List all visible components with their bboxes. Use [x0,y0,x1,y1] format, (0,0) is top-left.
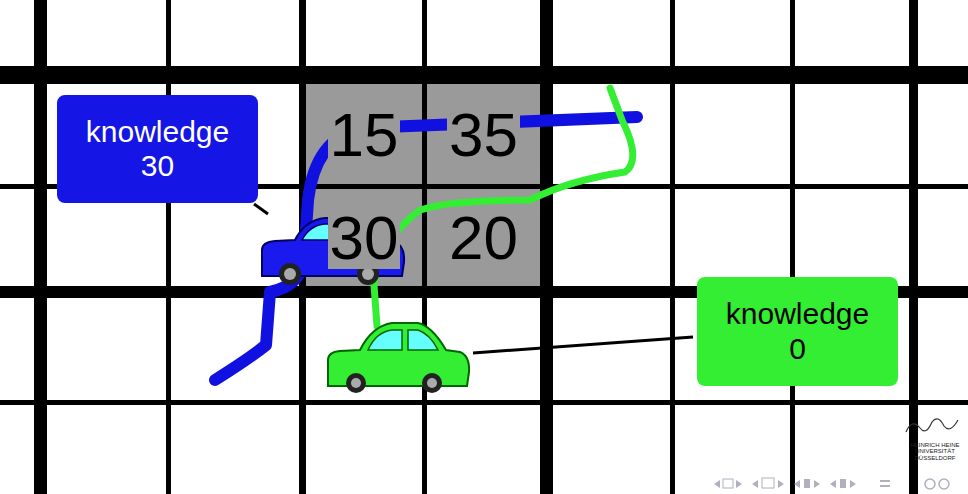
callout-box: knowledge30 [57,95,258,203]
callout-box: knowledge0 [697,277,898,386]
logo-signature [906,419,958,432]
grid-cell: 20 [427,189,540,286]
logo-text: HEINRICH HEINE UNIVERSITÄT DÜSSELDORF [906,442,964,461]
leader-line [473,337,693,353]
node-content: knowledge0 [726,297,869,366]
callout-text: 30 [141,149,174,184]
node-content: 30 [328,207,401,269]
node-content: knowledge30 [86,115,229,184]
green-car [328,323,469,393]
node-content: 35 [447,104,520,166]
grid-cell: 35 [427,85,540,184]
cell-value: 35 [447,104,520,166]
grid-cell: 15 [306,85,422,184]
callout-text: knowledge [86,115,229,150]
cell-value: 30 [328,207,401,269]
green-route [374,88,633,326]
callout-text: knowledge [726,297,869,332]
cell-value: 15 [328,104,401,166]
node-content: 15 [328,104,401,166]
cell-value: 20 [447,207,520,269]
nav-symbols [714,478,949,489]
blue-route [215,117,637,380]
leader-line [254,204,268,214]
callout-text: 0 [789,332,806,367]
grid-cell: 30 [306,189,422,286]
node-content: 20 [447,207,520,269]
